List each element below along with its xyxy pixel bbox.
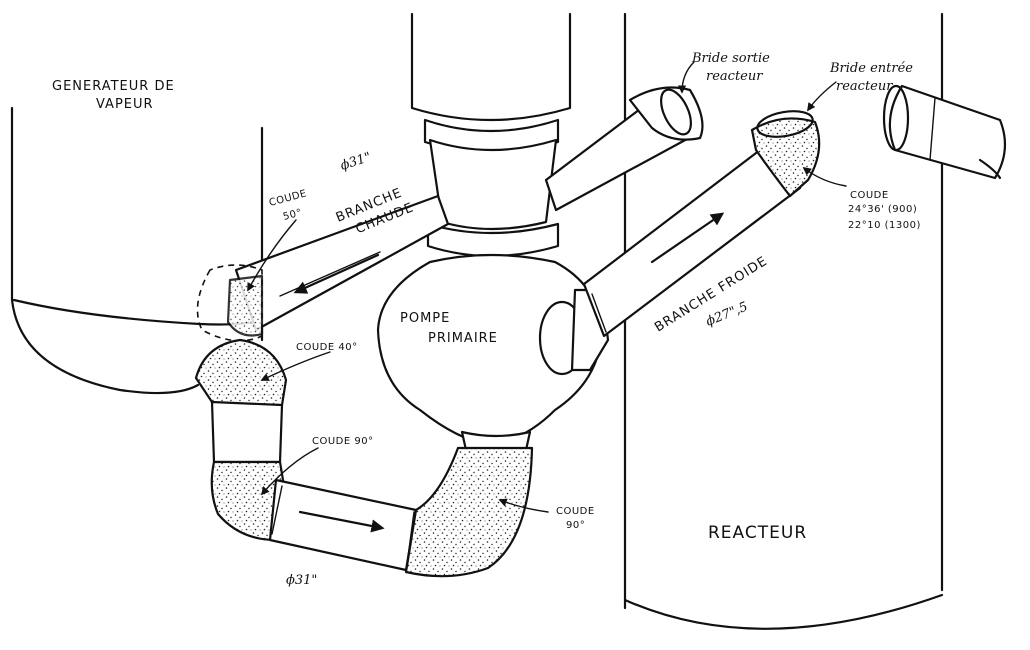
elbow-90-right-label-line2: 90° (566, 520, 585, 531)
elbow-40-label: COUDE 40° (296, 342, 358, 353)
leader-lines (247, 61, 847, 513)
cold-branch-flow-arrow (650, 212, 725, 264)
hot-branch-flow-arrow (293, 253, 380, 294)
inlet-elbow-label-line1: COUDE (850, 190, 889, 201)
steam-generator-title-line2: VAPEUR (96, 97, 154, 112)
reactor-inlet-flange-detail (882, 84, 1007, 180)
elbow-50 (196, 264, 264, 342)
elbow-50-label-line2: 50° (282, 207, 303, 223)
elbow-90-left-label: COUDE 90° (312, 436, 374, 447)
reactor-inlet-elbow (750, 110, 821, 198)
inlet-flange-label-line2: reacteur (836, 79, 893, 94)
inlet-elbow-label-line3: 22°10 (1300) (848, 220, 921, 231)
outlet-flange-label-line2: reacteur (706, 69, 763, 84)
elbow-90-right-label-line1: COUDE (556, 506, 595, 517)
reactor-outlet-pipe (544, 86, 704, 212)
inlet-flange-label-line1: Bride entrée (829, 61, 913, 76)
pump-casing (376, 253, 604, 458)
outlet-flange-label-line1: Bride sortie (691, 51, 770, 66)
pump-label-line1: POMPE (400, 311, 450, 326)
reactor-label: REACTEUR (708, 523, 807, 543)
crossover-diameter: ϕ31" (286, 573, 317, 588)
pump-label-line2: PRIMAIRE (428, 331, 498, 346)
crossover-leg (194, 338, 534, 578)
inlet-elbow-label-line2: 24°36' (900) (848, 204, 917, 215)
elbow-50-label-line1: COUDE (268, 188, 308, 209)
steam-generator-title-line1: GENERATEUR DE (52, 79, 175, 94)
hot-branch-diameter: ϕ31" (339, 150, 373, 174)
crossover-flow-arrow (298, 510, 385, 533)
cold-branch-diameter: ϕ27",5 (704, 299, 750, 329)
